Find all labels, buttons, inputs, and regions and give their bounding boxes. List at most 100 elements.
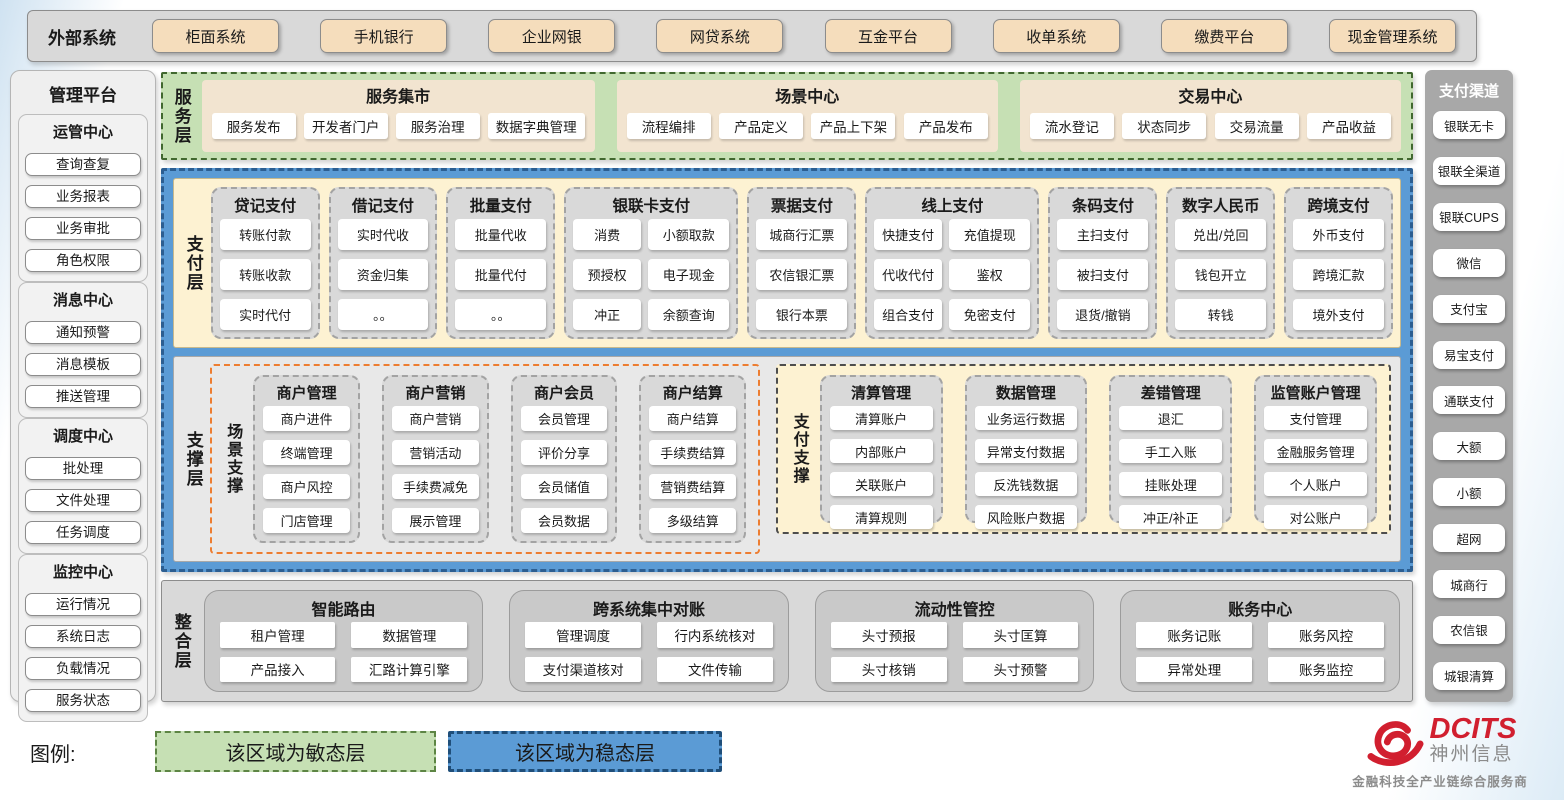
management-platform-panel: 管理平台 运管中心查询查复业务报表业务审批角色权限消息中心通知预警消息模板推送管… — [10, 70, 156, 702]
payment-item-box: 电子现金 — [648, 259, 729, 290]
payment-item-box: 城商行汇票 — [756, 219, 847, 250]
integration-item-box: 产品接入 — [220, 657, 336, 683]
payment-category-title: 数字人民币 — [1175, 192, 1266, 219]
service-sections: 服务集市服务发布开发者门户服务治理数据字典管理场景中心流程编排产品定义产品上下架… — [202, 80, 1401, 152]
management-group: 消息中心通知预警消息模板推送管理 — [18, 282, 148, 418]
payment-item-box: 代收代付 — [874, 259, 942, 290]
support-item-box: 业务运行数据 — [975, 406, 1078, 430]
payment-category-items: 快捷支付充值提现代收代付鉴权组合支付免密支付 — [874, 219, 1030, 330]
payment-category: 贷记支付转账付款转账收款实时代付 — [211, 187, 320, 339]
management-item-box: 查询查复 — [25, 153, 141, 176]
external-system-box: 收单系统 — [993, 19, 1120, 53]
integration-item-box: 数据管理 — [351, 622, 467, 648]
support-item-box: 手续费减免 — [392, 474, 479, 499]
support-item-box: 异常支付数据 — [975, 439, 1078, 463]
service-item-box: 产品上下架 — [811, 113, 895, 139]
payment-category-title: 条码支付 — [1057, 192, 1148, 219]
integration-item-box: 异常处理 — [1136, 657, 1252, 683]
service-item-box: 产品发布 — [904, 113, 988, 139]
payment-category: 银联卡支付消费小额取款预授权电子现金冲正余额查询 — [564, 187, 738, 339]
service-section-items: 服务发布开发者门户服务治理数据字典管理 — [212, 107, 585, 145]
support-category-title: 监管账户管理 — [1264, 380, 1367, 406]
support-group-columns: 清算管理清算账户内部账户关联账户清算规则数据管理业务运行数据异常支付数据反洗钱数… — [820, 375, 1377, 523]
payment-item-box: 实时代付 — [220, 299, 311, 330]
support-category-items: 退汇手工入账挂账处理冲正/补正 — [1119, 406, 1222, 529]
management-group-title: 监控中心 — [25, 559, 141, 584]
integration-item-box: 租户管理 — [220, 622, 336, 648]
support-category-items: 清算账户内部账户关联账户清算规则 — [830, 406, 933, 529]
management-item-box: 运行情况 — [25, 593, 141, 616]
payment-channel-box: 大额 — [1433, 432, 1505, 460]
payment-item-box: 批量代付 — [455, 259, 546, 290]
payment-category-title: 借记支付 — [338, 192, 429, 219]
payment-category-title: 银联卡支付 — [573, 192, 729, 219]
payment-item-box: 转钱 — [1175, 299, 1266, 330]
support-item-box: 关联账户 — [830, 472, 933, 496]
integration-item-box: 汇路计算引擎 — [351, 657, 467, 683]
support-group-label: 支付支撑 — [790, 413, 808, 485]
payment-category: 数字人民币兑出/兑回钱包开立转钱 — [1166, 187, 1275, 339]
payment-category-items: 实时代收资金归集。。 — [338, 219, 429, 330]
service-layer: 服务层 服务集市服务发布开发者门户服务治理数据字典管理场景中心流程编排产品定义产… — [161, 72, 1413, 160]
management-item-box: 推送管理 — [25, 385, 141, 408]
support-category: 监管账户管理支付管理金融服务管理个人账户对公账户 — [1254, 375, 1377, 523]
payment-category-title: 线上支付 — [874, 192, 1030, 219]
support-item-box: 清算账户 — [830, 406, 933, 430]
payment-item-box: 批量代收 — [455, 219, 546, 250]
payment-category-items: 主扫支付被扫支付退货/撤销 — [1057, 219, 1148, 330]
external-system-box: 柜面系统 — [152, 19, 279, 53]
logo-tagline: 金融科技全产业链综合服务商 — [1322, 771, 1558, 790]
support-item-box: 商户营销 — [392, 406, 479, 431]
payment-channel-box: 城银清算 — [1433, 662, 1505, 690]
service-section-title: 场景中心 — [627, 83, 988, 107]
support-category-items: 会员管理评价分享会员储值会员数据 — [521, 406, 608, 533]
service-item-box: 流程编排 — [627, 113, 711, 139]
integration-item-box: 头寸预报 — [831, 622, 947, 648]
integration-item-box: 文件传输 — [657, 657, 773, 683]
support-item-box: 挂账处理 — [1119, 472, 1222, 496]
integration-item-box: 支付渠道核对 — [525, 657, 641, 683]
service-item-box: 状态同步 — [1122, 113, 1206, 139]
external-system-box: 现金管理系统 — [1329, 19, 1456, 53]
payment-category: 票据支付城商行汇票农信银汇票银行本票 — [747, 187, 856, 339]
payment-category-title: 跨境支付 — [1293, 192, 1384, 219]
management-group-title: 消息中心 — [25, 287, 141, 312]
support-item-box: 手工入账 — [1119, 439, 1222, 463]
support-group-columns: 商户管理商户进件终端管理商户风控门店管理商户营销商户营销营销活动手续费减免展示管… — [253, 375, 746, 543]
service-section: 服务集市服务发布开发者门户服务治理数据字典管理 — [202, 80, 595, 152]
management-item-box: 文件处理 — [25, 489, 141, 512]
management-group-title: 运管中心 — [25, 119, 141, 144]
service-section: 交易中心流水登记状态同步交易流量产品收益 — [1020, 80, 1401, 152]
payment-item-box: 预授权 — [573, 259, 641, 290]
management-groups: 运管中心查询查复业务报表业务审批角色权限消息中心通知预警消息模板推送管理调度中心… — [18, 114, 148, 722]
support-category: 商户会员会员管理评价分享会员储值会员数据 — [511, 375, 618, 543]
support-category-title: 数据管理 — [975, 380, 1078, 406]
payment-channel-box: 易宝支付 — [1433, 341, 1505, 369]
payment-layer-label: 支付层 — [183, 235, 202, 292]
integration-item-box: 账务监控 — [1268, 657, 1384, 683]
support-item-box: 商户结算 — [649, 406, 736, 431]
payment-item-box: 冲正 — [573, 299, 641, 330]
support-category-items: 商户营销营销活动手续费减免展示管理 — [392, 406, 479, 533]
integration-section: 流动性管控头寸预报头寸匡算头寸核销头寸预警 — [815, 590, 1095, 692]
payment-item-box: 消费 — [573, 219, 641, 250]
management-item-box: 通知预警 — [25, 321, 141, 344]
payment-category: 条码支付主扫支付被扫支付退货/撤销 — [1048, 187, 1157, 339]
integration-section-items: 头寸预报头寸匡算头寸核销头寸预警 — [831, 622, 1079, 682]
support-category-title: 商户营销 — [392, 380, 479, 406]
support-item-box: 会员数据 — [521, 508, 608, 533]
payment-channel-box: 银联无卡 — [1433, 111, 1505, 139]
support-item-box: 终端管理 — [263, 440, 350, 465]
payment-item-box: 农信银汇票 — [756, 259, 847, 290]
payment-category: 借记支付实时代收资金归集。。 — [329, 187, 438, 339]
management-item-box: 批处理 — [25, 457, 141, 480]
support-category-title: 商户结算 — [649, 380, 736, 406]
integration-section-title: 账务中心 — [1136, 593, 1384, 622]
management-item-box: 业务报表 — [25, 185, 141, 208]
management-item-box: 任务调度 — [25, 521, 141, 544]
payment-category-items: 批量代收批量代付。。 — [455, 219, 546, 330]
integration-section: 智能路由租户管理数据管理产品接入汇路计算引擎 — [204, 590, 484, 692]
payment-channel-box: 农信银 — [1433, 616, 1505, 644]
support-item-box: 展示管理 — [392, 508, 479, 533]
payment-category: 批量支付批量代收批量代付。。 — [446, 187, 555, 339]
